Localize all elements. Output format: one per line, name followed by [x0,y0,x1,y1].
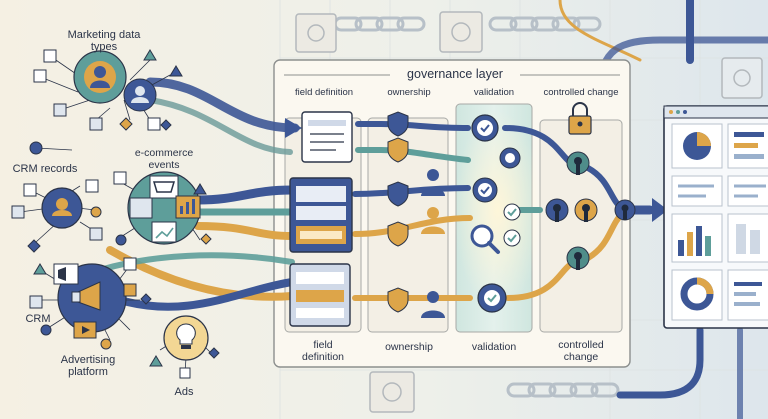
dashboard-icon [663,105,768,329]
source-label-crm: CRM records [12,163,78,175]
chain-icon [506,382,620,398]
keyhole-icon [545,151,636,270]
chain-icon [333,16,602,32]
magnifier-icon [470,224,500,254]
document-icon [289,177,353,253]
node-badges [29,257,220,379]
column-foot-field-definition: field definition [301,339,345,363]
source-label-marketing: Marketing data types [67,29,141,54]
arrow-icon [652,198,668,222]
shield-icon [387,111,409,313]
node-badges [11,171,212,253]
safe-icon [295,11,763,413]
column-foot-validation: validation [471,341,517,353]
column-head-field-definition: field definition [294,87,354,98]
padlock-icon [568,102,592,135]
chart-icon [41,187,83,229]
governance-layer-title: governance layer [407,67,503,81]
gear-check-icon [471,114,521,313]
lightbulb-icon [163,315,209,361]
node-badges [29,49,183,155]
column-head-ownership: ownership [387,87,431,98]
column-foot-ownership: ownership [385,341,433,353]
column-head-validation: validation [473,87,515,98]
column-head-controlled-change: controlled change [543,87,619,98]
source-label-crm-2: CRM [25,313,51,325]
document-icon [289,263,351,327]
document-icon [301,111,353,163]
cart-icon [127,171,201,245]
megaphone-icon [53,263,127,339]
person-icon [73,50,157,112]
column-foot-controlled-change: controlled change [558,339,604,363]
source-label-ecommerce: e-commerce events [134,147,194,171]
source-label-ads: Ads [174,386,194,398]
user-icon [421,169,445,318]
source-label-advertising: Advertising platform [60,354,116,379]
arrow-icon [285,118,302,138]
